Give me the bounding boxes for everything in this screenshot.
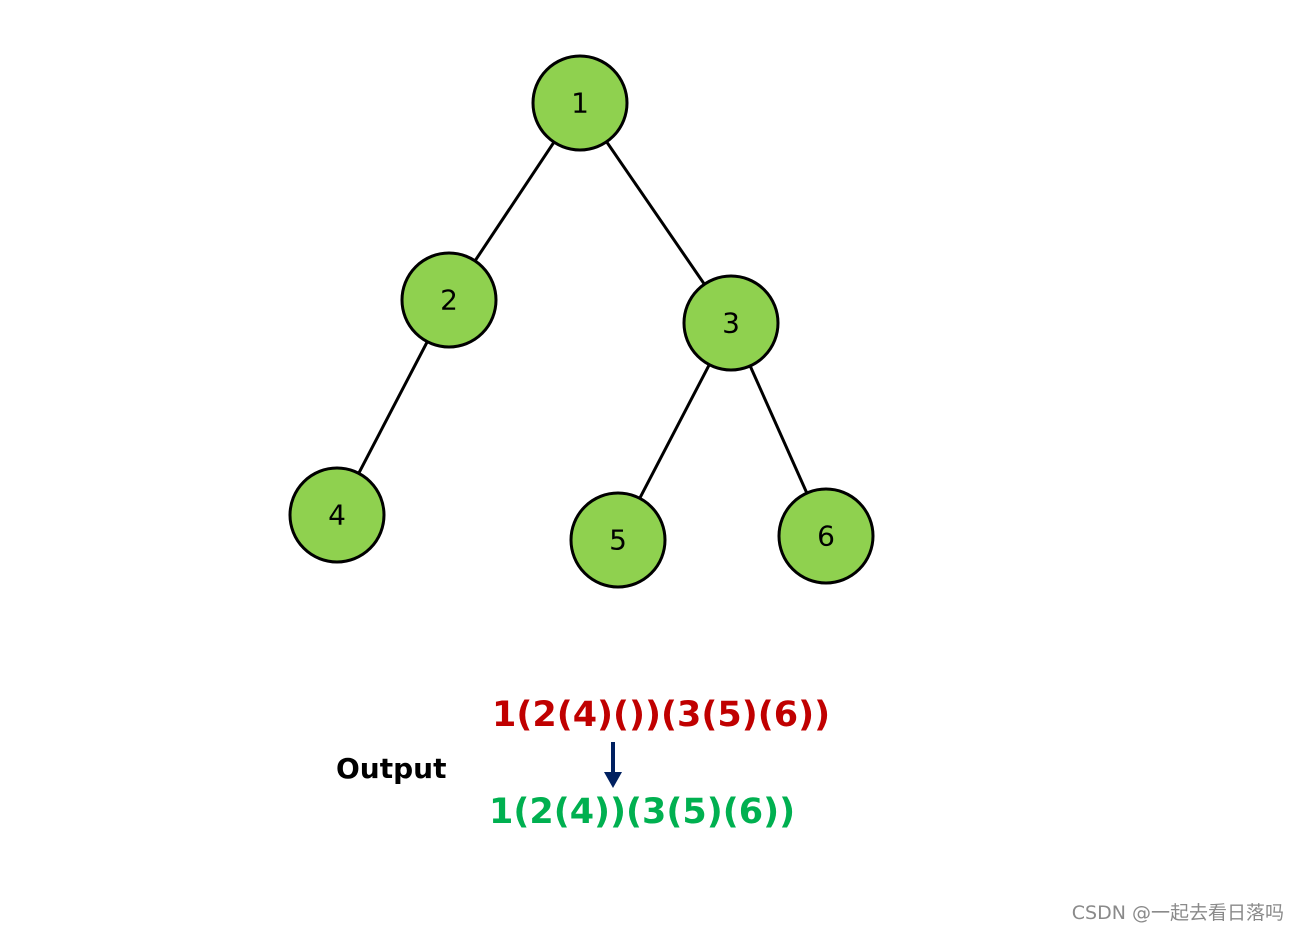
watermark: CSDN @一起去看日落吗	[1071, 902, 1284, 924]
node-label-5: 5	[609, 524, 627, 557]
node-circle-2	[400, 251, 498, 349]
node-label-1: 1	[571, 87, 589, 120]
node-circle-1	[531, 54, 629, 152]
node-circle-5	[569, 491, 667, 589]
result-expression: 1(2(4))(3(5)(6))	[489, 792, 796, 832]
tree-node-2: 2	[400, 251, 498, 349]
tree-node-3: 3	[682, 274, 780, 372]
down-arrow-icon	[604, 742, 622, 788]
node-circle-4	[288, 466, 386, 564]
tree-nodes: 1 2 3 4 5 6	[288, 54, 875, 589]
tree-node-1: 1	[531, 54, 629, 152]
tree-node-5: 5	[569, 491, 667, 589]
node-label-3: 3	[722, 307, 740, 340]
node-circle-6	[777, 487, 875, 585]
node-label-4: 4	[328, 499, 346, 532]
node-label-2: 2	[440, 284, 458, 317]
tree-node-6: 6	[777, 487, 875, 585]
input-expression: 1(2(4)())(3(5)(6))	[492, 695, 831, 735]
tree-node-4: 4	[288, 466, 386, 564]
node-circle-3	[682, 274, 780, 372]
node-label-6: 6	[817, 520, 835, 553]
output-label: Output	[336, 752, 447, 785]
